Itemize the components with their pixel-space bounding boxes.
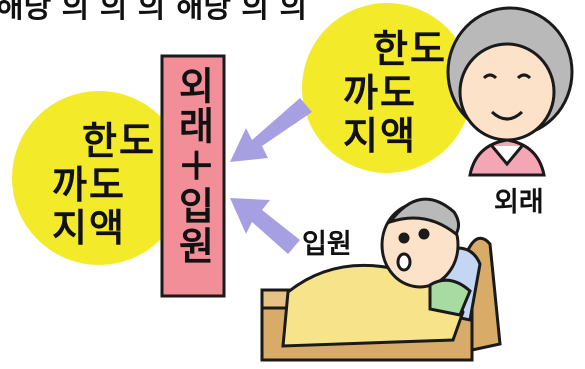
left-limit-circle	[12, 91, 186, 265]
inpatient-label: 입원	[302, 229, 352, 260]
left-circle-line3: 지액	[52, 206, 126, 251]
right-limit-circle	[302, 3, 472, 173]
left-circle-line1: 한도	[82, 119, 156, 163]
right-circle-line2: 까도	[343, 70, 417, 115]
right-circle-line3: 지액	[343, 114, 417, 159]
arrow-from-outpatient	[230, 98, 312, 162]
left-circle-line2: 까도	[52, 162, 126, 207]
right-circle-line1: 한도	[373, 27, 447, 71]
center-banner-text: 외래＋입원	[171, 66, 215, 266]
outpatient-woman	[446, 6, 574, 177]
outpatient-label: 외래	[494, 187, 544, 218]
arrow-from-inpatient	[230, 198, 300, 254]
left-circle-text: 한도 까도 지액	[52, 119, 156, 251]
right-circle-text: 한도 까도 지액	[343, 27, 447, 159]
inpatient-bed	[260, 197, 502, 362]
center-banner-box	[160, 54, 226, 298]
top-caption-cropped: 해당 의 의 의 해당 의 의	[0, 0, 308, 25]
